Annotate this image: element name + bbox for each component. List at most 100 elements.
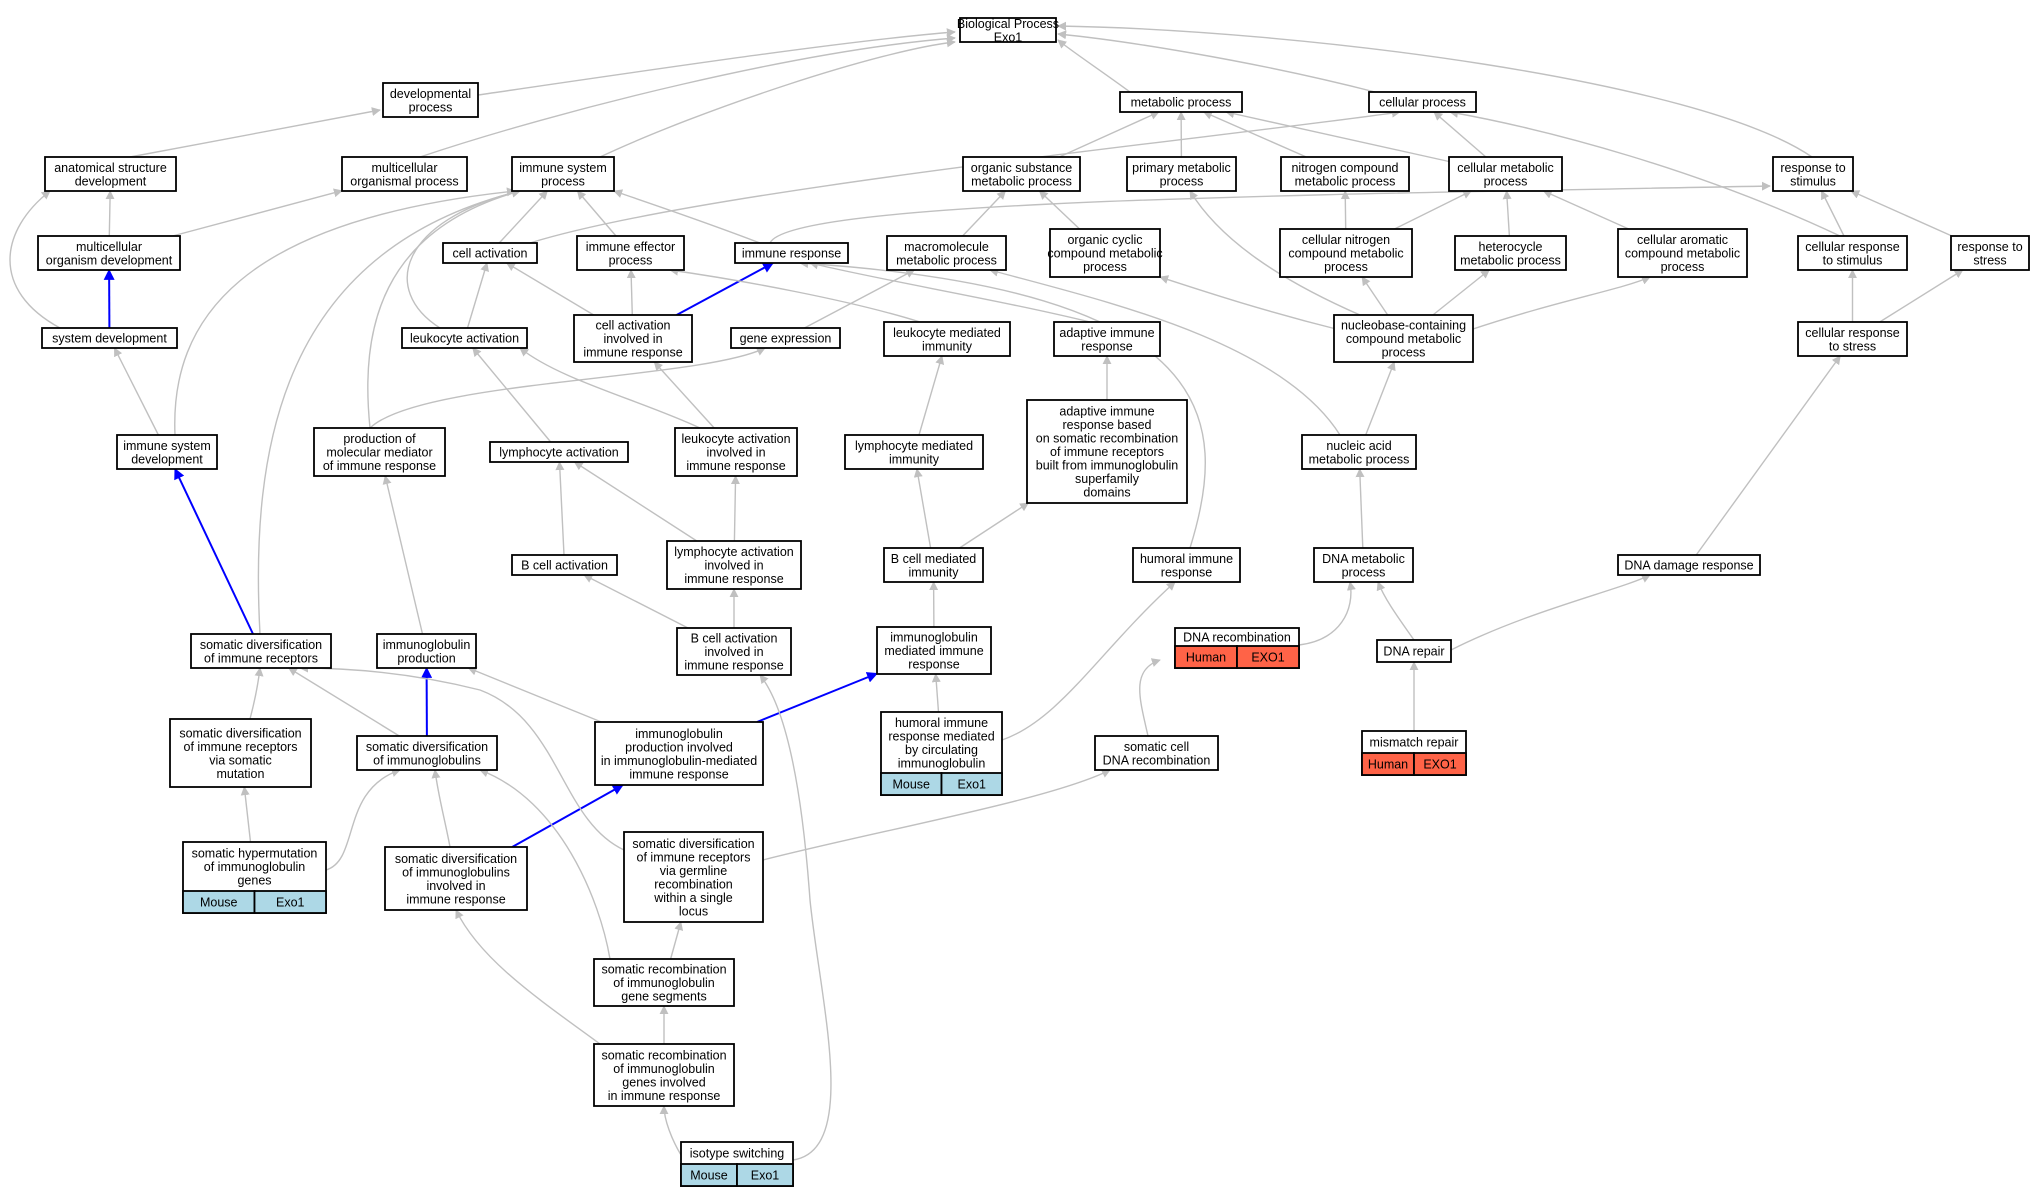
node-label-line: response to [1780, 161, 1845, 175]
node-label-line: lymphocyte activation [674, 545, 794, 559]
edge-somhyp-to-somdivmut [240, 786, 252, 843]
edge-isotype-to-bcellactinv [759, 674, 832, 1161]
node-label-line: of immunoglobulins [402, 865, 510, 879]
node-cellact[interactable]: cell activation [442, 242, 538, 264]
node-label-line: mutation [217, 767, 265, 781]
node-box [1279, 228, 1413, 278]
edge-multdev-to-multorg [172, 188, 343, 237]
node-immresp[interactable]: immune response [734, 242, 849, 264]
node-label-line: built from immunoglobulin [1036, 459, 1178, 473]
node-cellproc[interactable]: cellular process [1368, 91, 1477, 113]
edge-immsysdev-to-sysdev [113, 347, 160, 436]
edge-leukactinv-to-leukact [519, 347, 701, 429]
node-label-line: molecular mediator [326, 446, 432, 460]
node-geneexp[interactable]: gene expression [730, 327, 841, 349]
node-label-line: compound metabolic [1346, 332, 1461, 346]
edge-anatdev-to-devproc [129, 107, 381, 158]
edge-orgsub-to-metab [1058, 111, 1160, 158]
edge-somrecinv-to-somdivinv [455, 909, 601, 1045]
node-box [674, 427, 798, 477]
node-metab[interactable]: metabolic process [1119, 91, 1243, 113]
node-box [593, 958, 735, 1007]
edge-isotype-to-somrecinv [659, 1105, 682, 1156]
node-label-line: DNA recombination [1103, 753, 1211, 767]
node-box [883, 321, 1011, 357]
node-box [376, 633, 477, 669]
node-leukact[interactable]: leukocyte activation [401, 327, 528, 349]
node-box [1126, 156, 1237, 192]
node-label-line: development [131, 452, 203, 466]
node-dnarep[interactable]: DNA repair [1376, 639, 1452, 663]
node-dnadam[interactable]: DNA damage response [1617, 554, 1761, 576]
node-label-line: Biological Process [957, 17, 1059, 31]
node-label-line: of immune receptors [204, 651, 318, 665]
edge-somdivinv-to-somdivig [431, 769, 451, 848]
node-label-line: metabolic process [1309, 452, 1410, 466]
node-label-line: compound metabolic [1047, 247, 1162, 261]
node-label-line: nucleic acid [1326, 439, 1391, 453]
edge-nitro-to-metab [1202, 111, 1307, 158]
gene-tag-label: EXO1 [1423, 758, 1456, 772]
node-label-line: multicellular [372, 161, 438, 175]
node-label-line: humoral immune [895, 716, 988, 730]
node-box [1119, 91, 1243, 113]
node-label-line: involved in [603, 332, 662, 346]
edge-igprodinv-to-igprod [467, 666, 602, 723]
node-lymphact[interactable]: lymphocyte activation [489, 441, 629, 463]
node-sysdev[interactable]: system development [41, 327, 178, 349]
node-bcellact[interactable]: B cell activation [511, 554, 618, 576]
node-label-line: process [609, 253, 653, 267]
